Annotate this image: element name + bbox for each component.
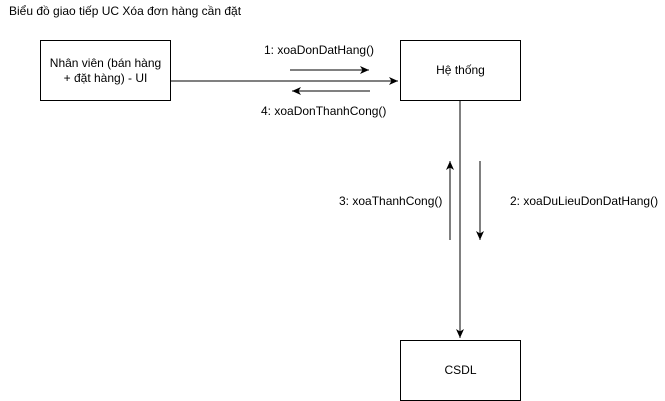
node-ui-label: Nhân viên (bán hàng + đặt hàng) - UI bbox=[49, 55, 162, 85]
message-4-label: 4: xoaDonThanhCong() bbox=[261, 104, 387, 118]
node-system: Hệ thống bbox=[400, 40, 521, 101]
message-2-label: 2: xoaDuLieuDonDatHang() bbox=[510, 194, 659, 208]
message-3-label: 3: xoaThanhCong() bbox=[339, 194, 443, 208]
node-ui: Nhân viên (bán hàng + đặt hàng) - UI bbox=[40, 40, 171, 101]
node-db: CSDL bbox=[400, 340, 521, 401]
message-1-label: 1: xoaDonDatHang() bbox=[264, 43, 375, 57]
diagram-title: Biểu đồ giao tiếp UC Xóa đơn hàng cần đặ… bbox=[9, 4, 242, 18]
node-db-label: CSDL bbox=[444, 363, 477, 377]
node-system-label: Hệ thống bbox=[436, 63, 485, 77]
